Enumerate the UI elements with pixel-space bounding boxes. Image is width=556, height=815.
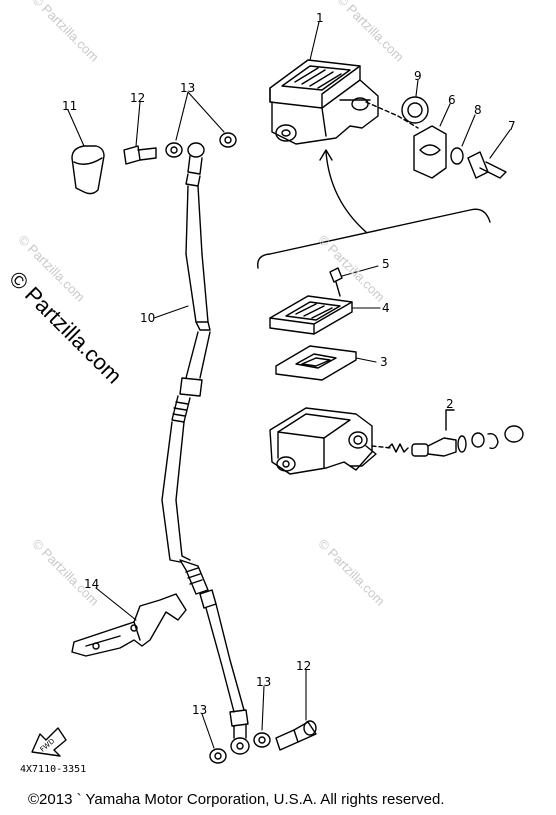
boot	[71, 145, 105, 195]
copyright-notice: ©2013 ` Yamaha Motor Corporation, U.S.A.…	[28, 791, 445, 808]
copper-washers-bottom	[209, 732, 271, 764]
callout-7: 7	[508, 119, 516, 133]
union-bolt-bottom	[275, 720, 317, 751]
assembly-arrow	[325, 151, 367, 233]
callout-2: 2	[446, 397, 454, 411]
screw	[329, 267, 343, 297]
copper-washers-top	[165, 132, 237, 158]
callout-12-bottom: 12	[296, 659, 311, 673]
callout-9: 9	[414, 69, 422, 83]
callout-14: 14	[84, 577, 99, 591]
callout-1: 1	[316, 11, 324, 25]
master-cylinder-assembly	[269, 59, 399, 145]
reservoir-cap	[269, 295, 353, 335]
callout-numbers: 1 2 3 4 5 6 7 8 9 10 11 12 13 14 12 13 1…	[39, 11, 516, 754]
union-bolt-top	[123, 145, 157, 165]
callout-5: 5	[382, 257, 390, 271]
piston-kit	[371, 409, 524, 457]
callout-13-bottom-left: 13	[192, 703, 207, 717]
assembly-arrowhead	[319, 149, 333, 161]
fwd-arrow	[31, 727, 67, 757]
leader-lines	[67, 21, 511, 749]
diagram-code: 4X7110-3351	[20, 764, 87, 775]
washer-bolt-7-8	[450, 147, 507, 179]
callout-11: 11	[62, 99, 77, 113]
callout-4: 4	[382, 301, 390, 315]
seal	[401, 96, 429, 124]
holder	[397, 115, 447, 179]
callout-13-top: 13	[180, 81, 195, 95]
callout-10: 10	[140, 311, 155, 325]
diaphragm	[275, 345, 357, 381]
callout-8: 8	[474, 103, 482, 117]
callout-13-bottom-right: 13	[256, 675, 271, 689]
callout-3: 3	[380, 355, 388, 369]
callout-6: 6	[448, 93, 456, 107]
master-cylinder-body	[269, 407, 377, 475]
callout-12-top: 12	[130, 91, 145, 105]
brake-hose	[161, 142, 250, 755]
exploded-view-bracket	[257, 208, 491, 269]
hose-bracket	[71, 593, 187, 657]
